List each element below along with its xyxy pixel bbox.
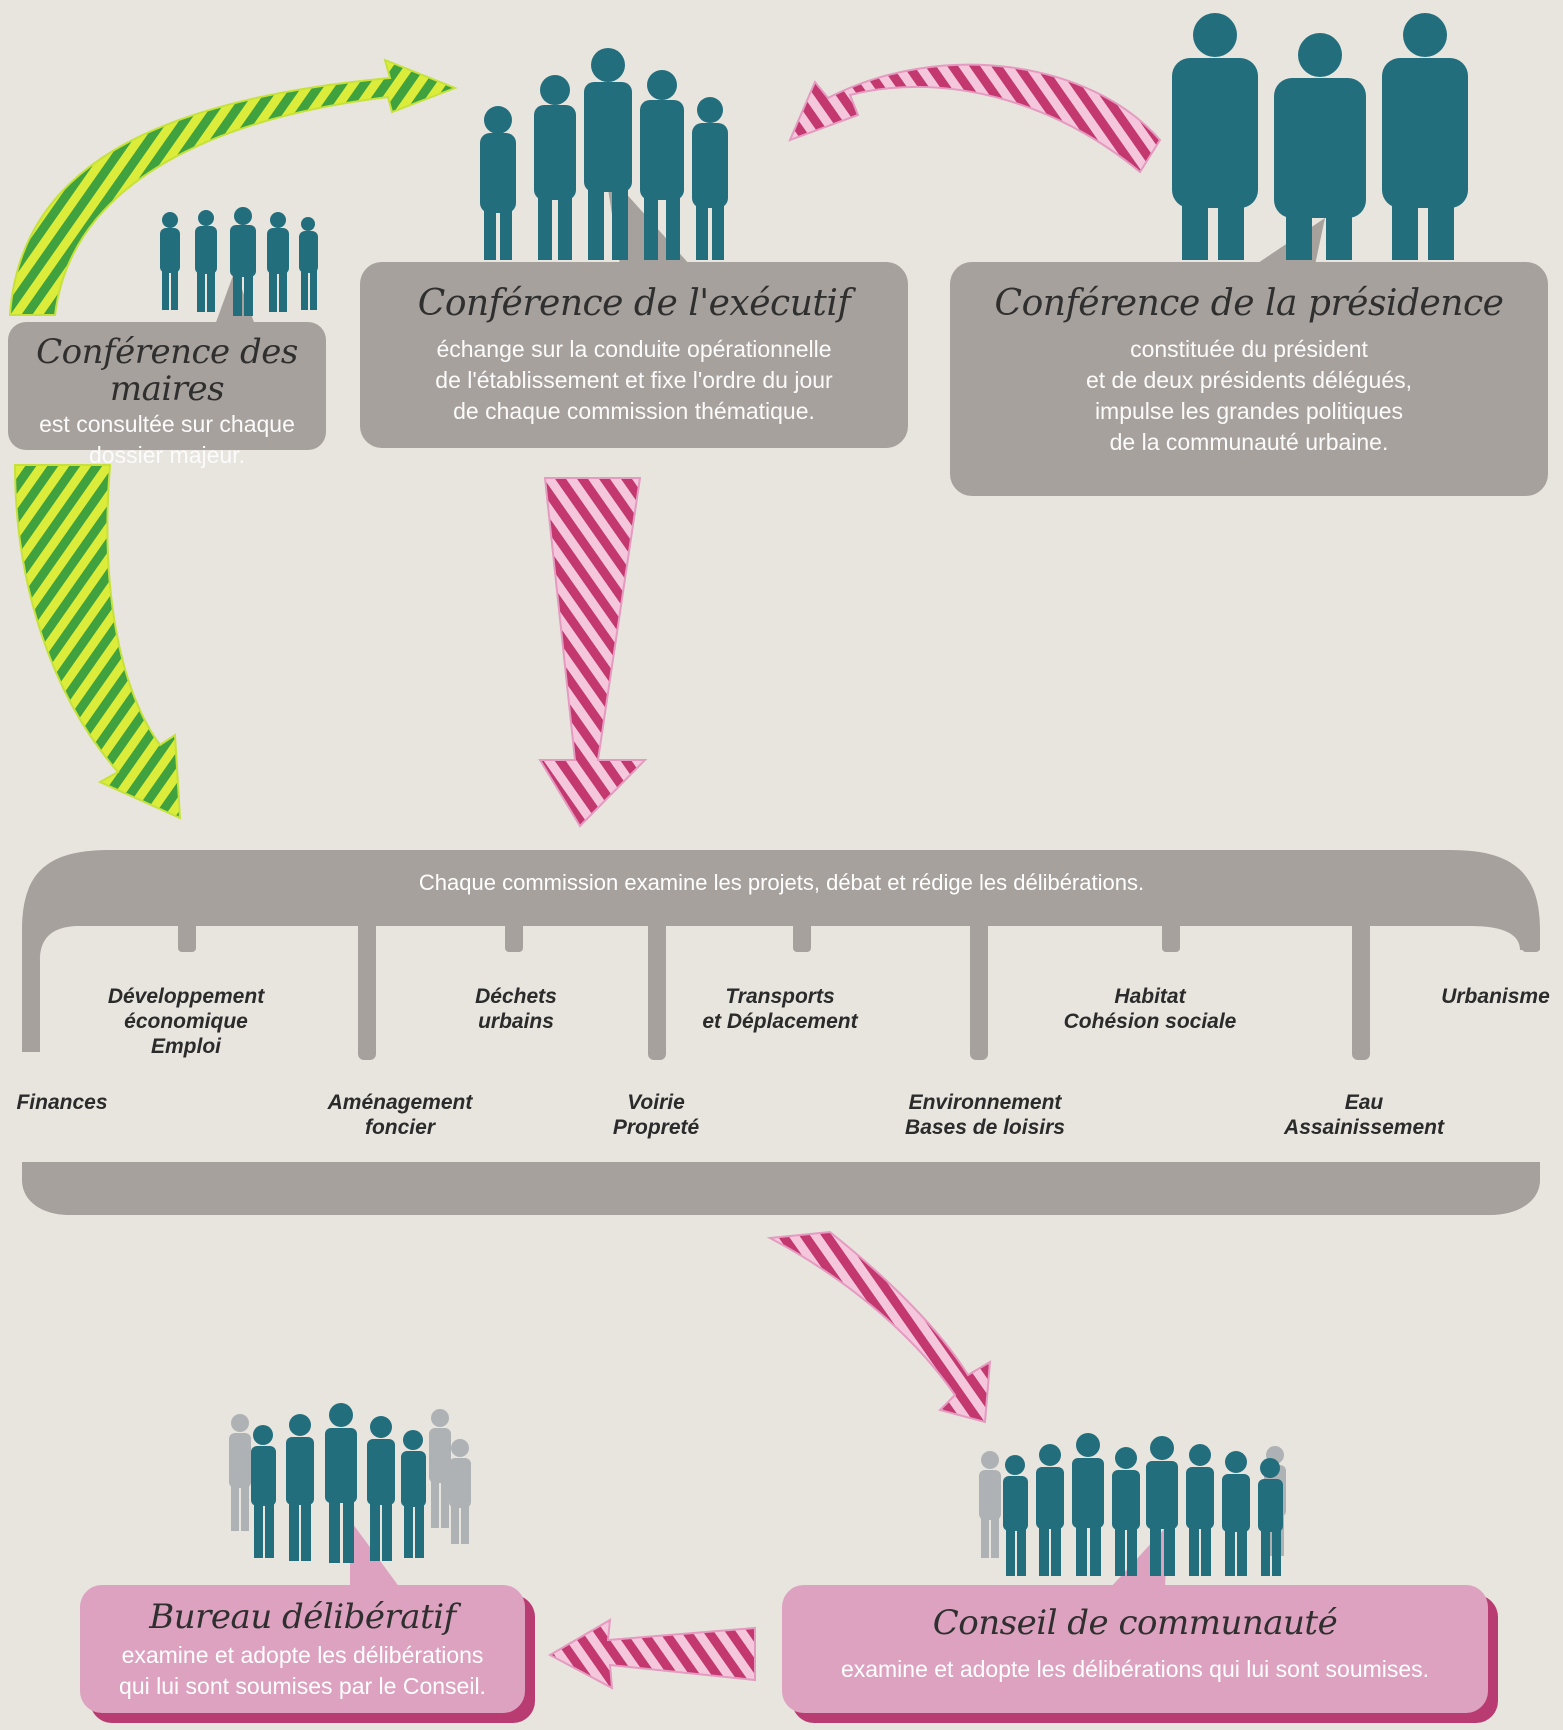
arrow-commissions-to-conseil bbox=[766, 1230, 992, 1424]
people-conseil-icon bbox=[979, 1433, 1286, 1576]
arrow-executif-to-commissions bbox=[538, 477, 648, 828]
conference-presidence-description: constituée du président et de deux prési… bbox=[1085, 335, 1413, 455]
arrow-presidence-to-executif bbox=[788, 63, 1162, 174]
conference-presidence-title: Conférence de la présidence bbox=[994, 283, 1504, 324]
commission-eau: Eau Assainissement bbox=[1284, 1091, 1444, 1139]
commission-finances: Finances bbox=[16, 1091, 108, 1114]
conseil-communaute-box: Conseil de communauté examine et adopte … bbox=[782, 1585, 1488, 1713]
commission-transports: Transports et Déplacement bbox=[702, 985, 858, 1033]
commissions-bracket-bottom bbox=[22, 1162, 1540, 1215]
arrow-maires-to-executif bbox=[8, 58, 458, 316]
conference-executif-description: échange sur la conduite opérationnelle d… bbox=[435, 335, 833, 424]
commission-environnement: Environnement Bases de loisirs bbox=[905, 1091, 1065, 1139]
commission-habitat: Habitat Cohésion sociale bbox=[1063, 985, 1237, 1033]
commissions-intro: Chaque commission examine les projets, d… bbox=[418, 870, 1145, 895]
conference-maires-description: est consultée sur chaque dossier majeur. bbox=[39, 410, 295, 468]
commission-urbanisme: Urbanisme bbox=[1441, 985, 1550, 1008]
bracket-teeth bbox=[178, 920, 1540, 1060]
commission-dechets: Déchets urbains bbox=[475, 985, 557, 1033]
conseil-description: examine et adopte les délibérations qui … bbox=[840, 1656, 1430, 1683]
bureau-description: examine et adopte les délibérations qui … bbox=[119, 1642, 486, 1700]
commission-voirie: Voirie Propreté bbox=[612, 1091, 700, 1139]
arrow-maires-to-commissions bbox=[13, 464, 182, 820]
commission-amenagement: Aménagement foncier bbox=[327, 1091, 473, 1139]
people-maires-icon bbox=[160, 207, 318, 316]
conference-maires-title: Conférence des maires bbox=[36, 332, 298, 410]
bureau-deliberatif-box: Bureau délibératif examine et adopte les… bbox=[80, 1585, 525, 1713]
conference-executif-box: Conférence de l'exécutif échange sur la … bbox=[360, 262, 908, 448]
bureau-title: Bureau délibératif bbox=[149, 1597, 456, 1637]
arrow-conseil-to-bureau bbox=[547, 1618, 756, 1690]
conseil-title: Conseil de communauté bbox=[932, 1603, 1338, 1643]
commission-developpement: Développement économique Emploi bbox=[107, 985, 265, 1058]
conference-maires-box: Conférence des maires est consultée sur … bbox=[8, 322, 326, 468]
people-executif-icon bbox=[480, 48, 728, 260]
commissions-bracket-top bbox=[22, 850, 1540, 1052]
conference-presidence-box: Conférence de la présidence constituée d… bbox=[950, 262, 1548, 496]
conference-executif-title: Conférence de l'exécutif bbox=[417, 283, 851, 324]
people-bureau-icon bbox=[229, 1403, 471, 1563]
people-presidence-icon bbox=[1172, 13, 1468, 260]
